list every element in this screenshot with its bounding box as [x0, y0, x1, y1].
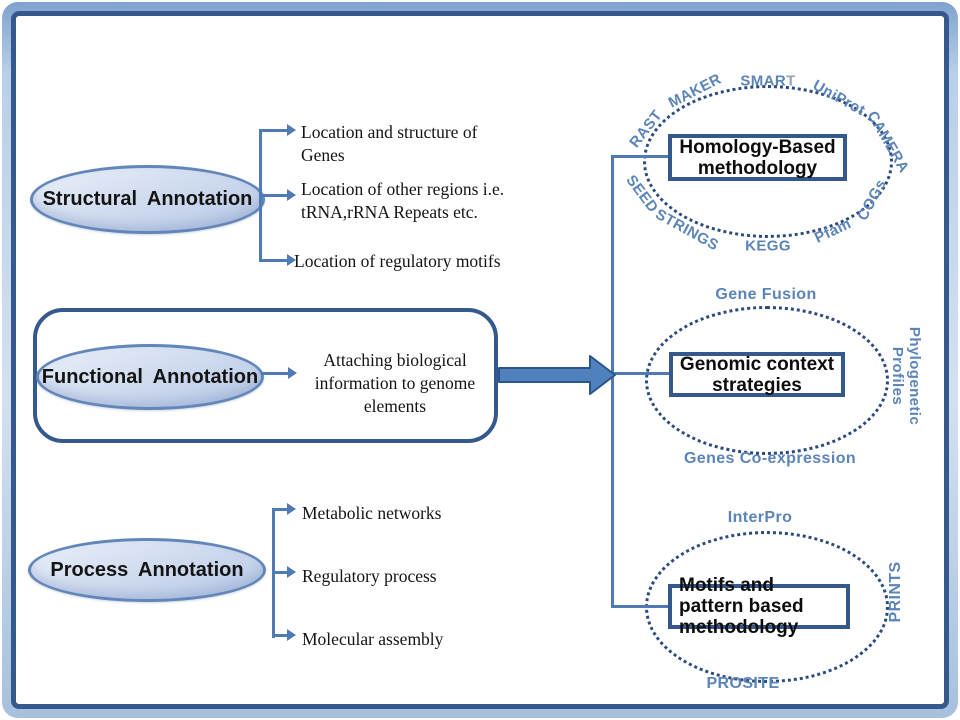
process-item-metabolic: Metabolic networks — [302, 503, 442, 523]
functional-annotation-container — [33, 308, 498, 443]
motifs-pattern-box: Motifs and pattern based methodology — [668, 575, 850, 638]
label-prosite: PROSITE — [706, 675, 780, 692]
process-branch-connector — [272, 629, 296, 641]
flow-arrow-icon — [498, 355, 616, 395]
branch-arrowhead-icon — [287, 566, 296, 578]
bracket-bottom-connector — [611, 605, 668, 608]
homology-dotted-ellipse — [643, 85, 893, 238]
process-annotation-ellipse: Process Annotation — [28, 538, 266, 602]
branch-arrowhead-icon — [287, 503, 296, 515]
structural-item-regulatory-motifs: Location of regulatory motifs — [294, 251, 501, 271]
bracket-middle-connector — [614, 372, 669, 375]
structural-annotation-ellipse: Structural Annotation — [30, 165, 265, 234]
tool-label-smart-last: T — [786, 72, 796, 90]
context-dotted-ellipse — [645, 306, 889, 455]
functional-annotation-ellipse: Functional Annotation — [36, 344, 264, 410]
label-phylogenetic-profiles: Phylogenetic Profiles — [889, 326, 923, 426]
branch-arrowhead-icon — [287, 254, 296, 266]
structural-branch-connector — [259, 124, 296, 136]
label-interpro: InterPro — [727, 509, 793, 526]
structural-branch-connector — [259, 254, 296, 266]
homology-methodology-box: Homology-Based methodology — [668, 134, 847, 181]
process-branch-connector — [272, 566, 296, 578]
branch-arrowhead-icon — [287, 189, 296, 201]
genomic-context-box: Genomic context strategies — [669, 352, 845, 397]
process-branch-connector — [272, 503, 296, 515]
tool-label-smart-main: SMAR — [740, 72, 787, 90]
functional-branch-connector — [261, 367, 297, 379]
label-genes-coexpression: Genes Co-expression — [683, 450, 857, 467]
structural-item-other-regions: Location of other regions i.e. tRNA,rRNA… — [301, 179, 505, 222]
bracket-top-connector — [611, 155, 668, 158]
label-prints: PRINTS — [887, 561, 904, 623]
tool-label-smart: SMART — [740, 73, 795, 90]
structural-branch-connector — [259, 189, 296, 201]
branch-arrowhead-icon — [287, 124, 296, 136]
branch-arrowhead-icon — [288, 367, 297, 379]
bracket-line — [611, 156, 614, 608]
tool-label-kegg: KEGG — [745, 237, 791, 255]
structural-item-genes: Location and structure of Genes — [301, 122, 478, 165]
process-item-regulatory: Regulatory process — [302, 566, 437, 586]
label-gene-fusion: Gene Fusion — [715, 286, 817, 303]
branch-arrowhead-icon — [287, 629, 296, 641]
functional-description: Attaching biological information to geno… — [314, 350, 476, 416]
process-item-molecular: Molecular assembly — [302, 629, 444, 649]
